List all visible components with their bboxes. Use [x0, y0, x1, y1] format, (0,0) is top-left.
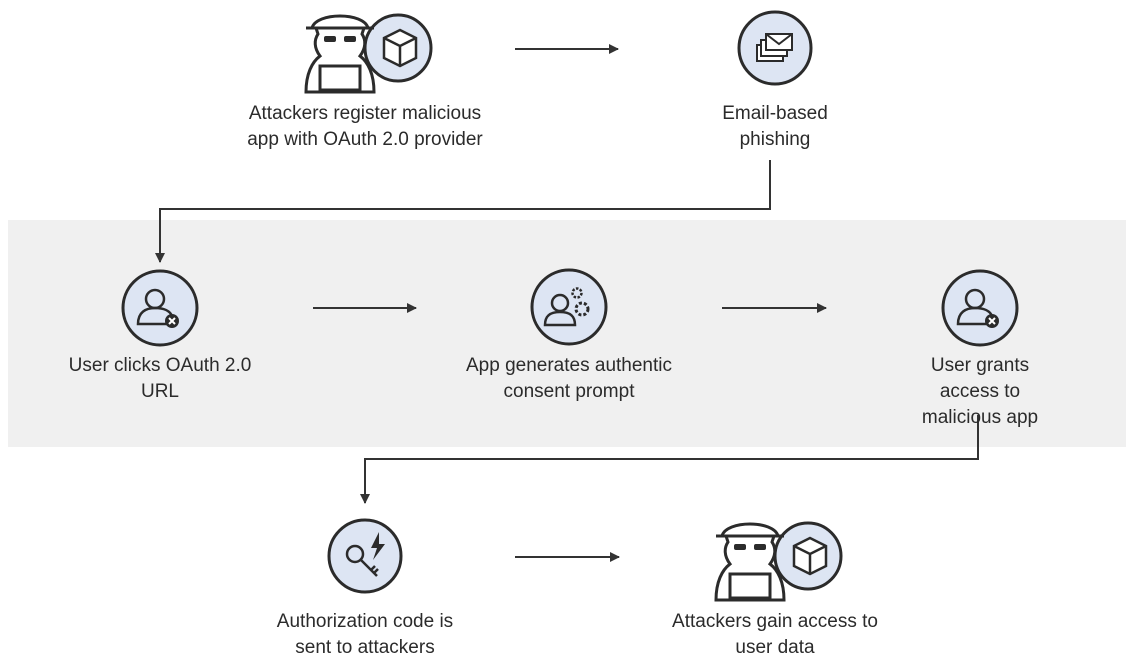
user-gears-icon [530, 268, 608, 346]
attacker-package-icon [714, 521, 843, 602]
key-lightning-icon [327, 518, 403, 594]
user-blocked-icon [941, 269, 1019, 347]
attacker-package-icon [304, 13, 433, 94]
step-label: Email-based phishing [722, 103, 828, 150]
connector-arrow [155, 160, 771, 263]
step-label: Authorization code is sent to attackers [276, 611, 454, 658]
connector-arrow [360, 415, 979, 504]
step-label: Attackers register malicious app with OA… [247, 103, 483, 150]
email-stack-icon [737, 10, 813, 86]
step-label: Attackers gain access to user data [672, 611, 878, 658]
user-blocked-icon [121, 269, 199, 347]
step-label: App generates authentic consent prompt [466, 355, 672, 402]
step-label: User clicks OAuth 2.0 URL [68, 355, 252, 402]
step-label: User grants access to malicious app [921, 355, 1039, 428]
